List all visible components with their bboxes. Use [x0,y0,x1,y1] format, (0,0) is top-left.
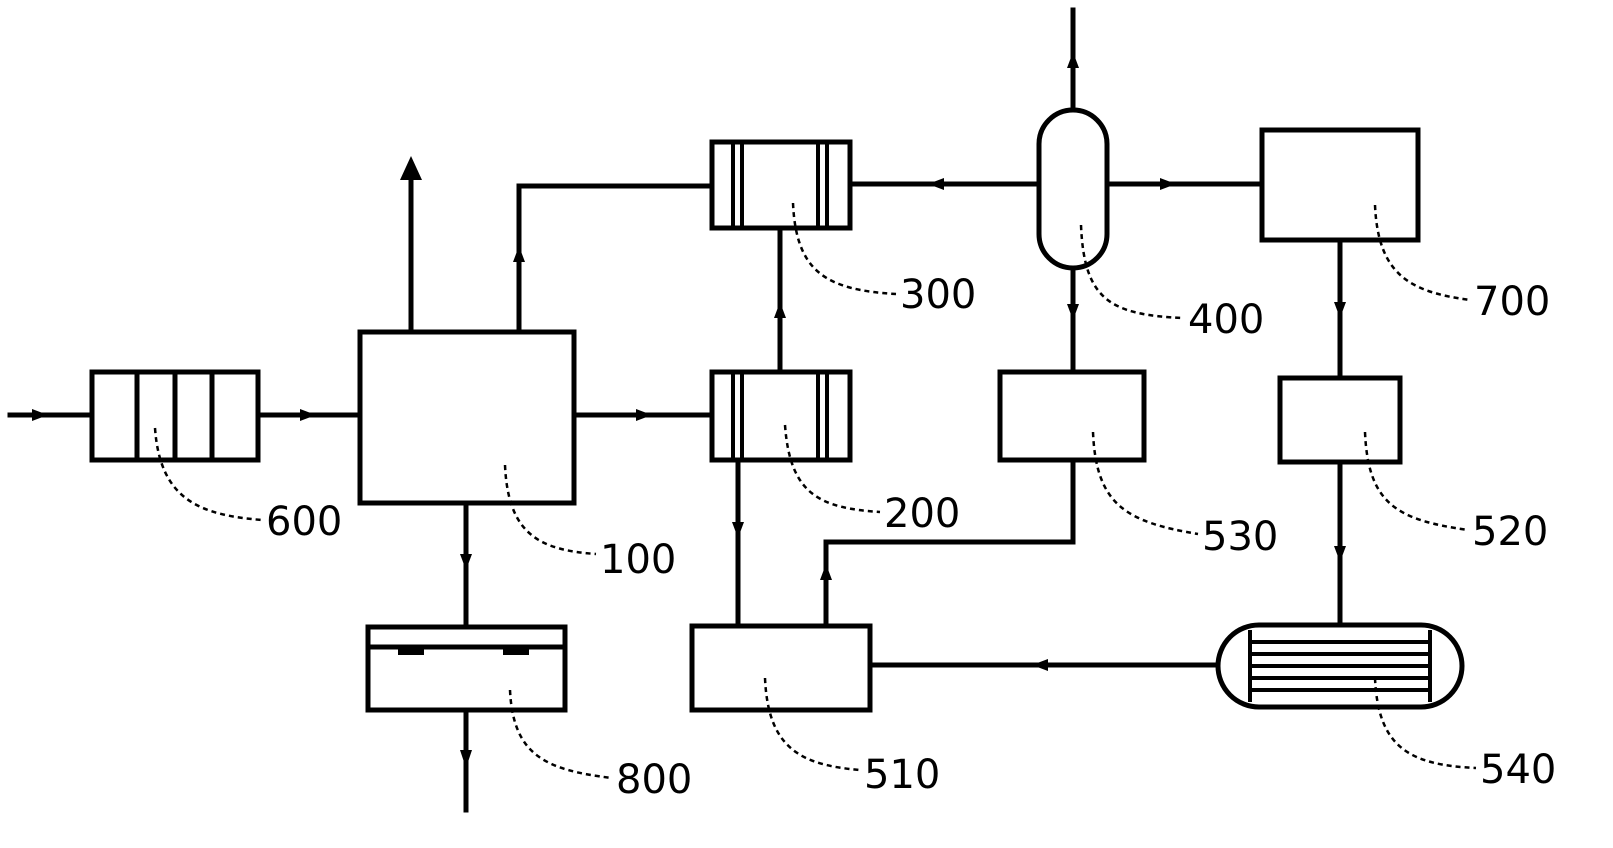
arrow-vent-up [400,156,422,180]
arrow-700-520-down [1334,302,1346,318]
label-530: 530 [1202,514,1278,560]
equipment-100 [357,329,577,506]
equipment-300 [709,139,853,231]
arrow-100-200-right [636,409,652,421]
label-400: 400 [1188,297,1264,343]
arrow-800-out-down [460,750,472,768]
arrow-feed-right [32,409,48,421]
label-600: 600 [266,499,342,545]
equipment-600 [89,369,261,463]
leader-540 [1373,677,1477,770]
equipment-540 [1215,622,1465,710]
leader-520 [1363,431,1469,532]
arrow-200-300-up [774,302,786,318]
equipment-labels: 600 100 200 300 400 530 700 520 800 510 … [266,272,1556,803]
arrow-400-out-up [1067,52,1079,68]
leader-510 [763,677,861,772]
equipment-700 [1259,127,1421,243]
arrow-400-530-down [1067,304,1079,320]
arrow-600-100-right [300,409,316,421]
leader-700 [1373,204,1471,302]
arrow-200-510-down [732,522,744,538]
leader-600 [153,427,263,522]
label-800: 800 [616,757,692,803]
equipment-510 [689,623,873,713]
equipment-520 [1277,375,1403,465]
arrow-530-510-up [820,564,832,580]
equipment-200 [709,369,853,463]
label-300: 300 [900,272,976,318]
equipment-400 [1036,107,1110,271]
label-200: 200 [884,491,960,537]
leader-100 [503,464,597,556]
leader-200 [783,424,881,514]
label-540: 540 [1480,747,1556,793]
arrow-520-540-down [1334,546,1346,562]
label-510: 510 [864,752,940,798]
arrow-100-800-down [460,554,472,570]
leader-lines [153,202,1477,780]
flow-arrows [32,52,1346,768]
leader-400 [1079,224,1185,320]
label-700: 700 [1474,279,1550,325]
equipment-800 [365,624,568,713]
leader-800 [508,689,613,780]
arrow-540-510-left [1032,659,1048,671]
arrow-100-300-up [513,246,525,262]
label-520: 520 [1472,509,1548,555]
line-100-to-300 [516,183,715,335]
equipment-530 [997,369,1147,463]
leader-300 [791,202,897,296]
arrow-400-700-right [1160,178,1176,190]
line-530-to-510 [823,457,1076,629]
arrow-300-400-left [928,178,944,190]
label-100: 100 [600,537,676,583]
